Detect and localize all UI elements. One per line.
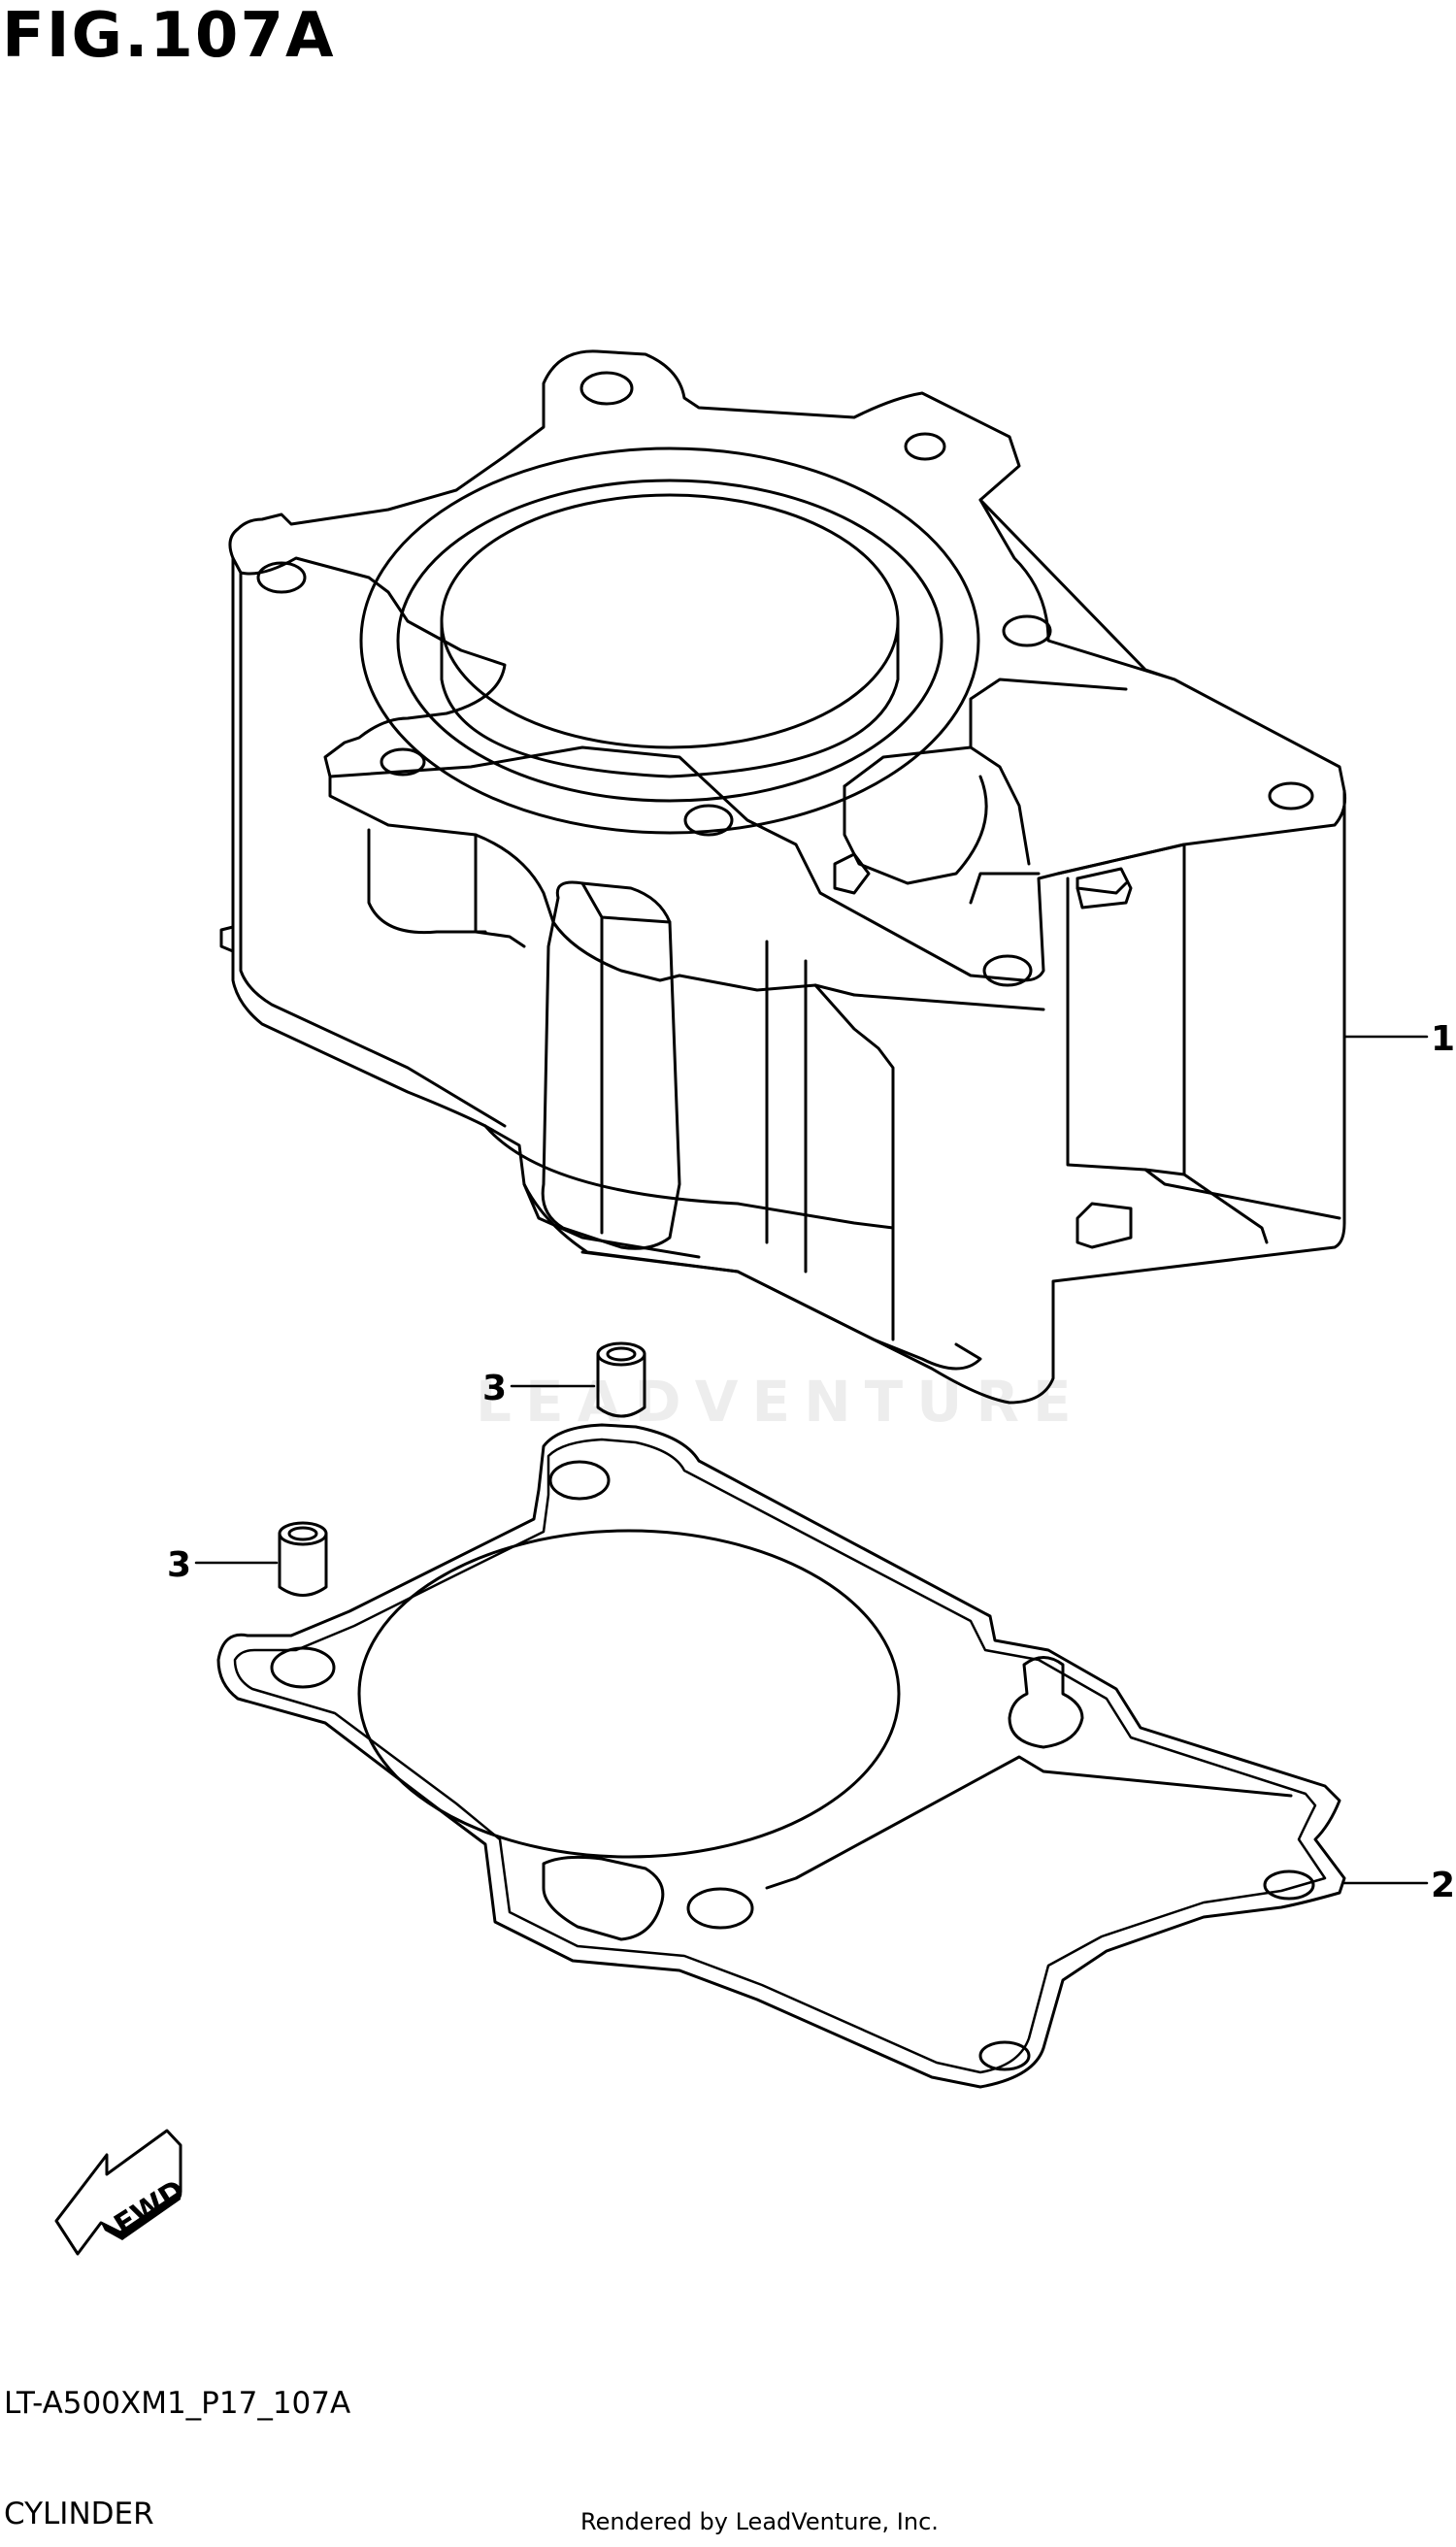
dowel-pin-upper[interactable] — [596, 1341, 646, 1418]
dowel-pin-lower[interactable] — [278, 1521, 328, 1597]
model-code: LT-A500XM1_P17_107A — [4, 2386, 351, 2421]
callout-2[interactable]: 2 — [1431, 1866, 1455, 1905]
rendered-by-credit: Rendered by LeadVenture, Inc. — [580, 2508, 939, 2535]
callout-3-upper[interactable]: 3 — [482, 1369, 507, 1408]
callout-3-lower[interactable]: 3 — [167, 1545, 191, 1585]
figure-title: FIG.107A — [2, 0, 336, 72]
callout-1[interactable]: 1 — [1431, 1019, 1455, 1059]
fwd-arrow-icon: FWD — [54, 2129, 191, 2260]
section-name: CYLINDER — [4, 2497, 154, 2531]
cylinder-part[interactable] — [219, 349, 1346, 1405]
gasket-part[interactable] — [216, 1423, 1346, 2089]
watermark-text: LEADVENTURE — [476, 1369, 1085, 1435]
